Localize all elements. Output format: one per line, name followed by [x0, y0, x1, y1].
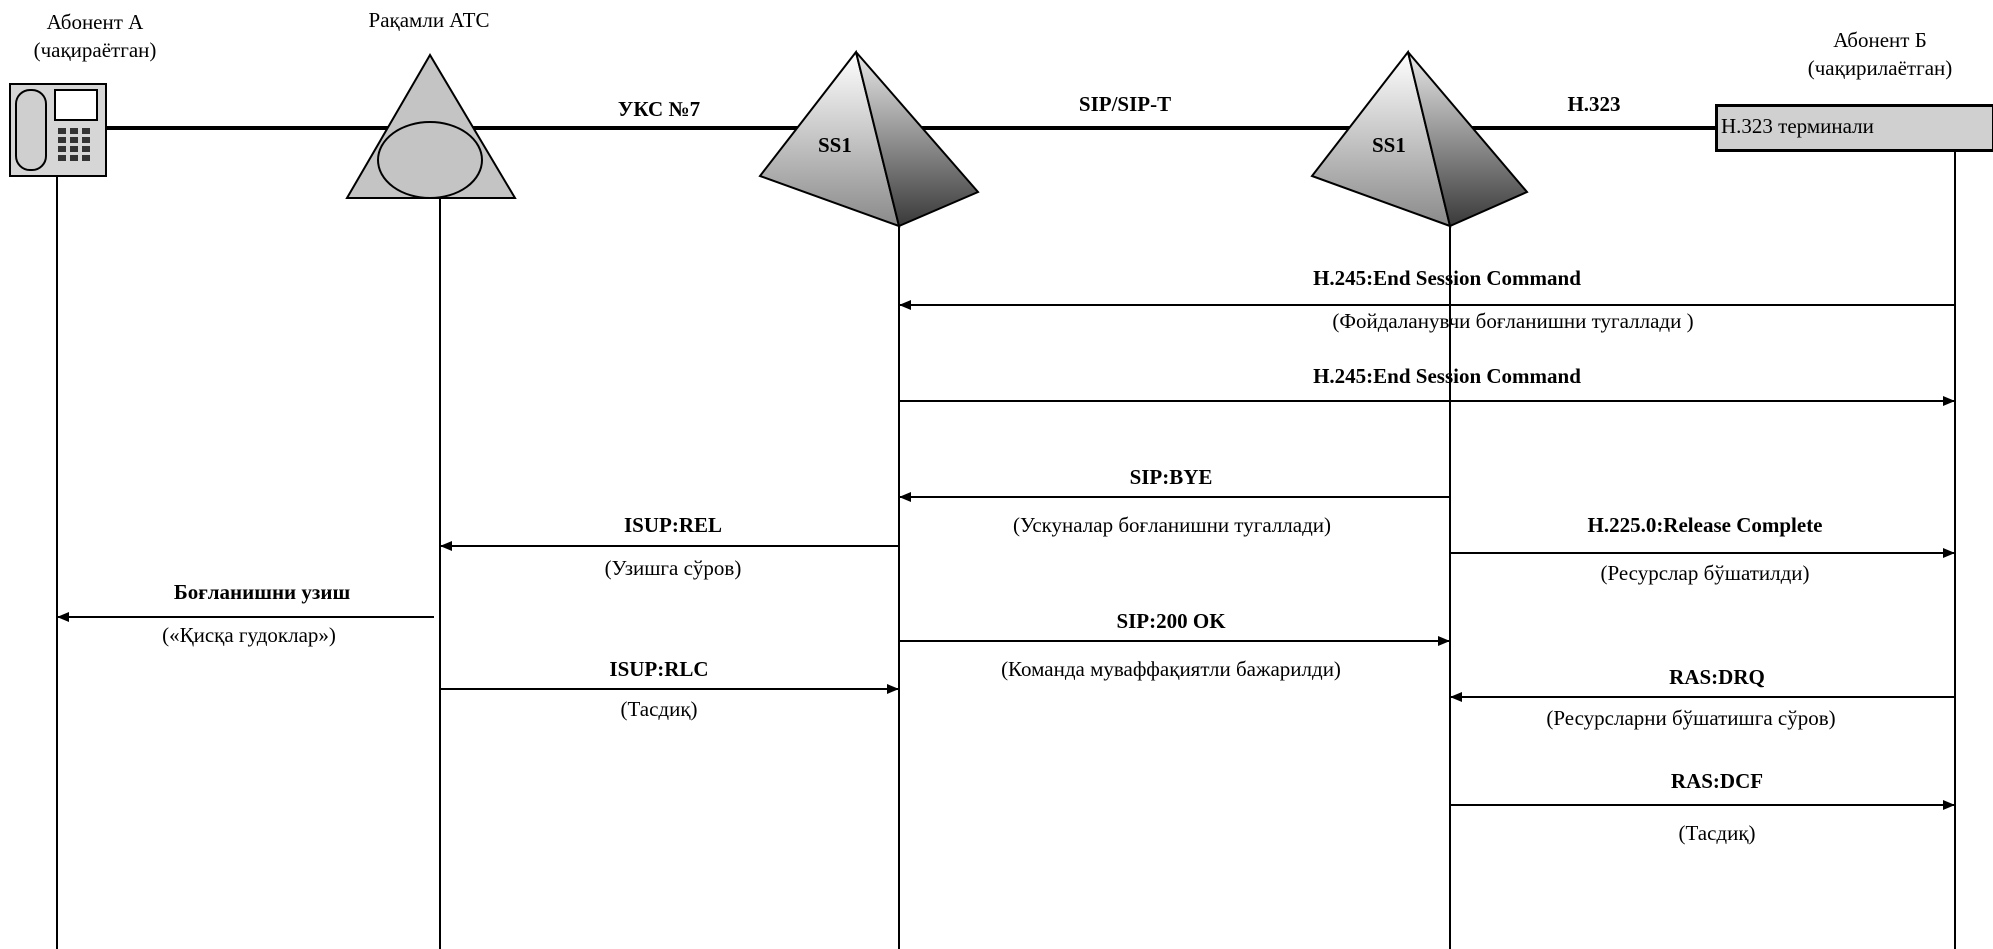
participant-ats-name: Рақамли АТС [368, 8, 490, 32]
ats-triangle-icon [345, 53, 517, 199]
participant-abonent-b: Абонент Б (чақирилаётган) [1808, 26, 1953, 82]
message-title: RAS:DCF [1670, 769, 1764, 793]
message-title: ISUP:REL [623, 513, 723, 537]
message-subtitle: («Қисқа гудоклар») [162, 623, 336, 647]
participant-abonent-a: Абонент А (чақираётган) [34, 8, 157, 64]
message-subtitle: (Команда муваффақиятли бажарилди) [1001, 657, 1341, 681]
message-title: SIP:200 OK [1116, 609, 1226, 633]
message-subtitle: (Ресурсларни бўшатишга сўров) [1546, 706, 1836, 730]
participant-b-role: (чақирилаётган) [1807, 56, 1953, 80]
message-title: SIP:BYE [1129, 465, 1213, 489]
message-title: RAS:DRQ [1669, 665, 1765, 689]
message-subtitle: (Тасдиқ) [620, 697, 698, 721]
message-subtitle: (Ресурслар бўшатилди) [1600, 561, 1810, 585]
message-subtitle: (Узишга сўров) [604, 556, 742, 580]
h323-terminal-box: H.323 терминали [1715, 104, 1993, 152]
message-subtitle: (Тасдиқ) [1678, 821, 1756, 845]
participant-a-name: Абонент А [46, 10, 144, 34]
h323-terminal-label: H.323 терминали [1721, 114, 1874, 138]
telephone-icon [9, 83, 107, 177]
participant-b-name: Абонент Б [1833, 28, 1927, 52]
message-title: H.245:End Session Command [1313, 364, 1581, 388]
message-title: H.245:End Session Command [1313, 266, 1581, 290]
participant-a-role: (чақираётган) [33, 38, 157, 62]
link-label-h323: H.323 [1567, 92, 1621, 116]
ss1-left-pyramid-icon [758, 49, 980, 228]
link-label-uks7: УКС №7 [617, 97, 701, 121]
ss1-left-label: SS1 [818, 133, 852, 157]
link-label-sip: SIP/SIP-T [1078, 92, 1172, 116]
ss1-right-label: SS1 [1372, 133, 1406, 157]
message-subtitle: (Фойдаланувчи боғланишни тугаллади ) [1332, 309, 1694, 333]
message-title: H.225.0:Release Complete [1587, 513, 1823, 537]
ss1-right-pyramid-icon [1310, 49, 1529, 228]
message-title: ISUP:RLC [609, 657, 709, 681]
participant-ats: Рақамли АТС [369, 6, 490, 34]
message-title: Боғланишни узиш [173, 580, 351, 604]
message-subtitle: (Ускуналар боғланишни тугаллади) [1012, 513, 1332, 537]
